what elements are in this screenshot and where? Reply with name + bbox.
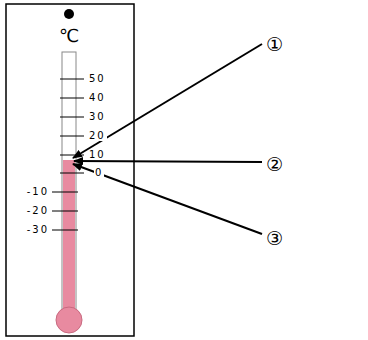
scale-number: 50 — [88, 74, 107, 84]
scale-number: 0 — [94, 168, 104, 178]
unit-label: ℃ — [59, 27, 79, 45]
hanging-hole — [64, 9, 74, 19]
leader-arrows — [73, 44, 262, 234]
callout-number: ① — [266, 35, 283, 54]
scale-number: 10 — [88, 150, 107, 160]
red-liquid — [63, 160, 75, 320]
callout-number: ② — [266, 155, 283, 174]
scale-number: -10 — [26, 187, 50, 197]
scale-number: 20 — [88, 131, 107, 141]
callout-number: ③ — [266, 229, 283, 248]
thermometer-board — [6, 4, 134, 336]
scale-number: -20 — [26, 206, 50, 216]
scale-number: -30 — [26, 225, 50, 235]
scale-number: 30 — [88, 112, 107, 122]
bulb — [56, 307, 82, 333]
scale-number: 40 — [88, 93, 107, 103]
